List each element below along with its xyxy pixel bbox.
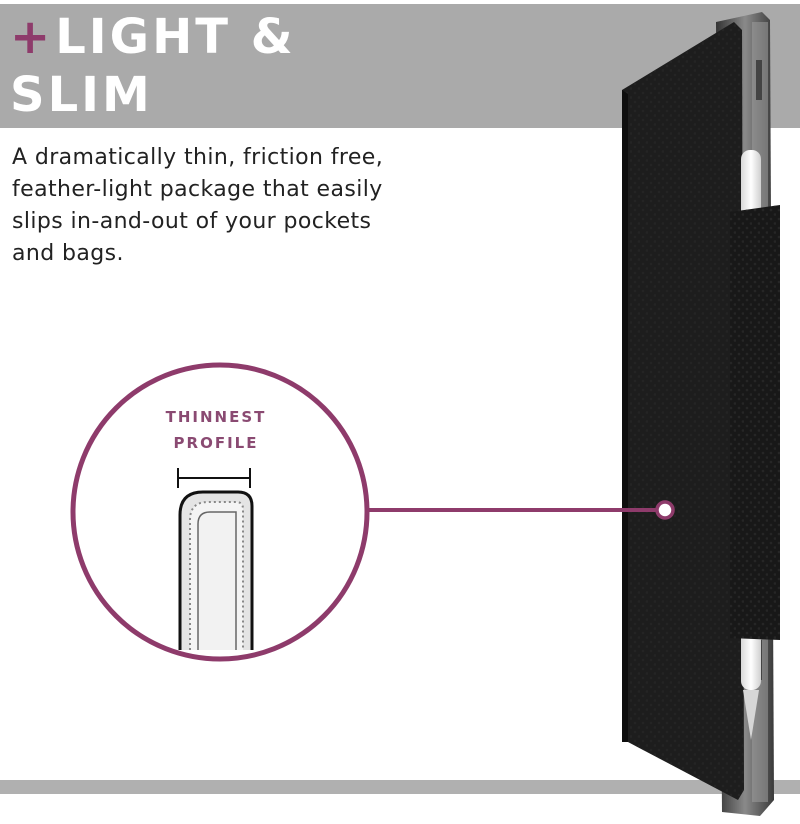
plus-icon: + bbox=[10, 9, 54, 65]
description-text: A dramatically thin, friction free, feat… bbox=[12, 142, 432, 270]
callout-label: THINNEST PROFILE bbox=[148, 404, 284, 456]
page-title: +LIGHT &SLIM bbox=[10, 8, 296, 124]
tablet-case bbox=[622, 12, 780, 816]
title-line-1: LIGHT & bbox=[55, 9, 296, 65]
callout-label-line-2: PROFILE bbox=[173, 434, 259, 452]
callout-label-line-1: THINNEST bbox=[165, 408, 267, 426]
description-line: and bags. bbox=[12, 241, 124, 266]
description-line: slips in-and-out of your pockets bbox=[12, 209, 372, 234]
bottom-bar bbox=[0, 780, 800, 794]
case-edge-cross-section bbox=[178, 490, 254, 650]
title-line-2: SLIM bbox=[10, 67, 153, 123]
description-line: feather-light package that easily bbox=[12, 177, 383, 202]
callout-dot bbox=[655, 500, 675, 520]
description-line: A dramatically thin, friction free, bbox=[12, 145, 384, 170]
thickness-dimension-marker bbox=[177, 468, 251, 488]
